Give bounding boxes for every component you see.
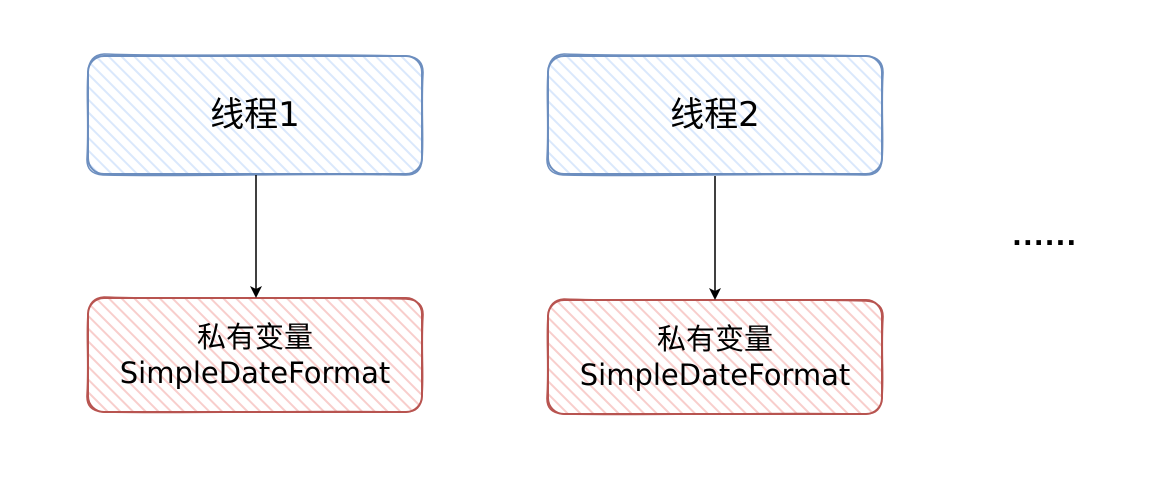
variable-1-box [86,296,424,414]
more-threads-ellipsis: ...... [1012,222,1078,252]
thread-1-box [86,53,424,177]
variable-2-box [546,298,884,416]
thread-2-box [546,53,884,177]
